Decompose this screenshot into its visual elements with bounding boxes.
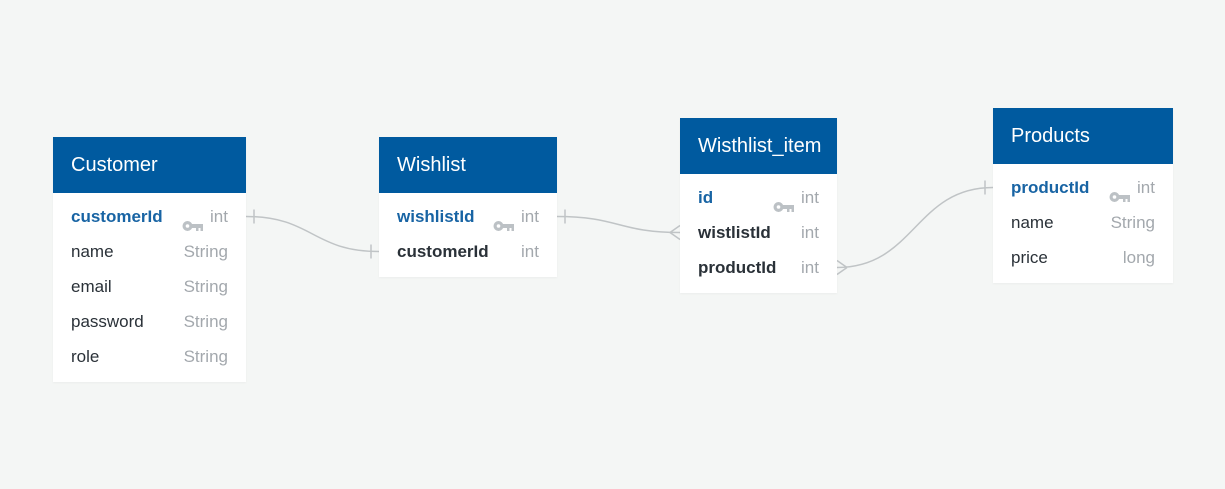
cardinality-many-marker (669, 224, 681, 234)
field-type: long (1122, 248, 1155, 267)
field-type: int (210, 207, 228, 226)
field-name: role (71, 347, 100, 366)
field-type: String (183, 242, 228, 261)
field-type: int (1137, 178, 1155, 197)
key-icon (773, 191, 795, 212)
field-meta: int (801, 215, 819, 250)
field-name: productId (698, 258, 777, 277)
table-fields: id int wistlistId int productId int (680, 174, 837, 293)
field-row[interactable]: productId int (993, 170, 1173, 205)
field-name: id (698, 188, 714, 207)
field-meta: String (184, 269, 228, 304)
relationship-line[interactable] (245, 215, 380, 253)
field-name: email (71, 277, 112, 296)
field-name: name (1011, 213, 1054, 232)
field-name: password (71, 312, 144, 331)
field-name: productId (1011, 178, 1090, 197)
table-fields: wishlistId int customerId int (379, 193, 557, 277)
field-meta: long (1123, 240, 1155, 275)
cardinality-many-marker (836, 259, 848, 269)
field-row[interactable]: name String (993, 205, 1173, 240)
field-type: int (801, 258, 819, 277)
cardinality-many-marker (836, 266, 848, 276)
field-name: customerId (71, 207, 163, 226)
table-title[interactable]: Products (993, 108, 1173, 164)
field-name: price (1011, 248, 1048, 267)
table-wishlist[interactable]: Wishlist wishlistId int customerId int (379, 137, 557, 277)
field-meta: int (182, 199, 228, 234)
field-type: int (521, 207, 539, 226)
field-type: int (521, 242, 539, 261)
field-meta: int (773, 180, 819, 215)
field-name: wistlistId (698, 223, 771, 242)
field-row[interactable]: customerId int (379, 234, 557, 269)
field-meta: String (1111, 205, 1155, 240)
key-icon (1109, 181, 1131, 202)
table-products[interactable]: Products productId int name String price long (993, 108, 1173, 283)
field-row[interactable]: wistlistId int (680, 215, 837, 250)
key-icon (182, 210, 204, 231)
relationship-line[interactable] (836, 186, 994, 269)
table-title[interactable]: Wishlist (379, 137, 557, 193)
field-row[interactable]: productId int (680, 250, 837, 285)
field-meta: int (521, 234, 539, 269)
field-type: String (183, 277, 228, 296)
field-row[interactable]: role String (53, 339, 246, 374)
field-row[interactable]: password String (53, 304, 246, 339)
key-icon (493, 210, 515, 231)
field-type: int (801, 188, 819, 207)
field-meta: String (184, 339, 228, 374)
field-type: String (183, 312, 228, 331)
field-meta: int (493, 199, 539, 234)
field-type: String (1110, 213, 1155, 232)
field-type: String (183, 347, 228, 366)
field-meta: String (184, 304, 228, 339)
field-type: int (801, 223, 819, 242)
field-row[interactable]: wishlistId int (379, 199, 557, 234)
cardinality-many-marker (669, 231, 681, 241)
table-title[interactable]: Wisthlist_item (680, 118, 837, 174)
field-meta: int (801, 250, 819, 285)
field-meta: String (184, 234, 228, 269)
field-row[interactable]: customerId int (53, 199, 246, 234)
table-title[interactable]: Customer (53, 137, 246, 193)
relationship-line[interactable] (556, 215, 681, 234)
field-name: wishlistId (397, 207, 475, 226)
field-row[interactable]: name String (53, 234, 246, 269)
field-row[interactable]: price long (993, 240, 1173, 275)
field-name: name (71, 242, 114, 261)
field-row[interactable]: email String (53, 269, 246, 304)
field-row[interactable]: id int (680, 180, 837, 215)
table-fields: productId int name String price long (993, 164, 1173, 283)
field-meta: int (1109, 170, 1155, 205)
field-name: customerId (397, 242, 489, 261)
